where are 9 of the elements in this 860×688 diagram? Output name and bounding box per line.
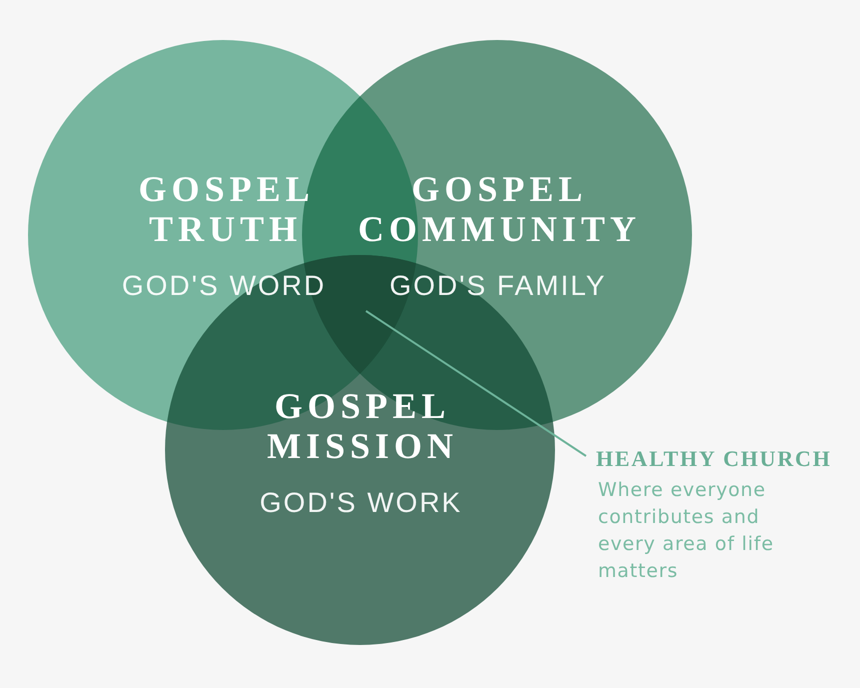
callout-text: Where everyone contributes and every area of life matters — [597, 478, 775, 584]
circle-heading: GOSPEL MISSION — [266, 386, 458, 466]
circle-subtitle: GOD'S FAMILY — [388, 269, 607, 303]
leader-line — [365, 310, 587, 457]
circle-subtitle: GOD'S WORD — [120, 269, 326, 303]
callout-heading: HEALTHY CHURCH — [596, 447, 832, 471]
circle-heading: GOSPEL TRUTH — [137, 169, 313, 249]
circle-heading: GOSPEL COMMUNITY — [357, 169, 641, 249]
circle-subtitle: GOD'S WORK — [258, 486, 462, 520]
